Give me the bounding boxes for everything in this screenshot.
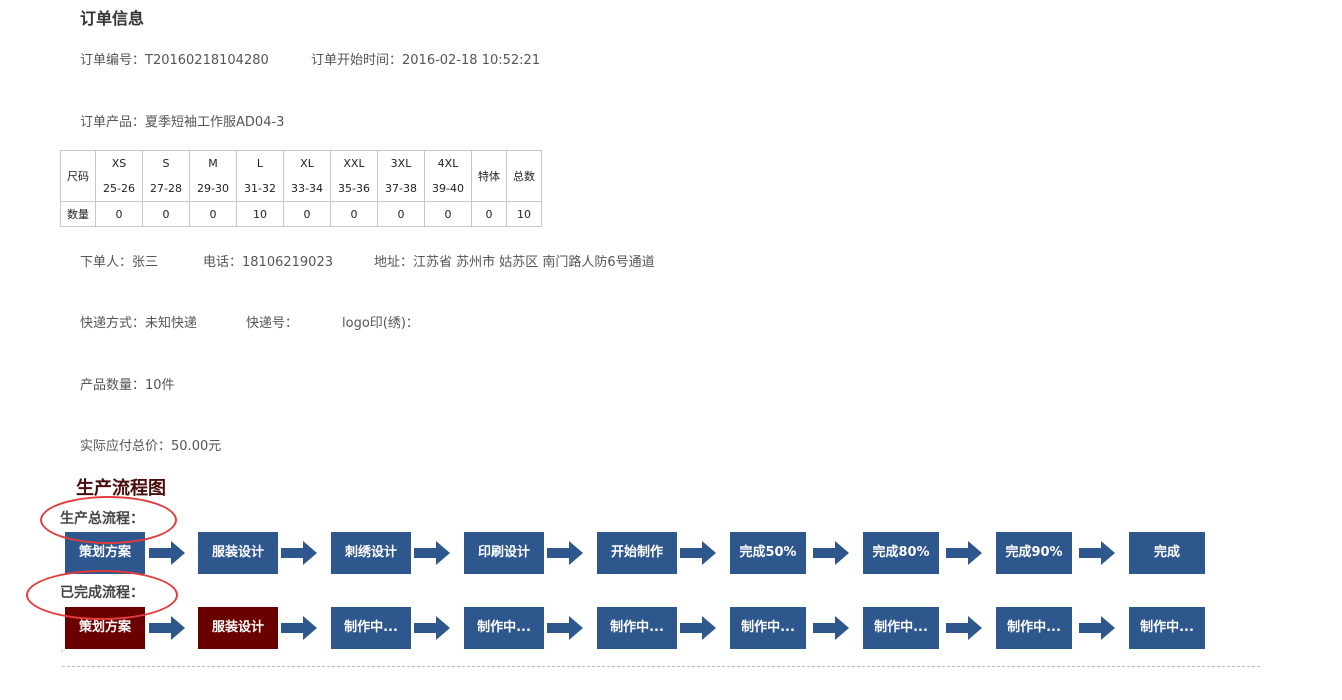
flow-step: 完成50% bbox=[730, 532, 806, 574]
arrow-right-icon bbox=[1079, 541, 1115, 565]
size-col-special: 特体 bbox=[471, 150, 507, 202]
express-label: 快递方式： bbox=[80, 316, 146, 331]
size-row-label: 尺码 bbox=[60, 150, 96, 202]
flow-step: 制作中... bbox=[1129, 607, 1205, 649]
order-start-time: 订单开始时间：2016-02-18 10:52:21 bbox=[311, 49, 540, 68]
arrow-right-icon bbox=[414, 616, 450, 640]
arrow-right-icon bbox=[547, 541, 583, 565]
customer-label: 下单人： bbox=[80, 255, 133, 270]
qty-row: 数量 0 0 0 10 0 0 0 0 0 10 bbox=[60, 201, 542, 227]
stray-mark: ` bbox=[60, 650, 65, 661]
flow-title: 生产流程图 bbox=[76, 478, 166, 499]
flow-step: 制作中... bbox=[464, 607, 544, 649]
total-label: 实际应付总价： bbox=[80, 439, 172, 454]
order-start-value: 2016-02-18 10:52:21 bbox=[402, 53, 541, 68]
arrow-right-icon bbox=[946, 616, 982, 640]
phone-value: 18106219023 bbox=[242, 255, 333, 270]
arrow-right-icon bbox=[1079, 616, 1115, 640]
flow-step: 制作中... bbox=[863, 607, 939, 649]
order-product-label: 订单产品： bbox=[80, 115, 146, 130]
arrow-right-icon bbox=[149, 616, 185, 640]
order-number: 订单编号：T20160218104280 bbox=[80, 49, 269, 68]
qty-cell: 0 bbox=[283, 201, 331, 227]
phone-label: 电话： bbox=[203, 255, 243, 270]
arrow-right-icon bbox=[547, 616, 583, 640]
qty-cell: 0 bbox=[377, 201, 425, 227]
tracking-label: 快递号： bbox=[246, 316, 299, 331]
total-value: 50.00元 bbox=[171, 439, 222, 454]
qty-cell: 0 bbox=[142, 201, 190, 227]
customer-value: 张三 bbox=[132, 255, 159, 270]
qty-cell: 0 bbox=[189, 201, 237, 227]
arrow-right-icon bbox=[813, 616, 849, 640]
order-address: 地址：江苏省 苏州市 姑苏区 南门路人防6号通道 bbox=[374, 251, 655, 270]
order-product-value: 夏季短袖工作服AD04-3 bbox=[145, 115, 285, 130]
qty-cell: 0 bbox=[95, 201, 143, 227]
order-number-label: 订单编号： bbox=[80, 53, 146, 68]
flow-step: 完成80% bbox=[863, 532, 939, 574]
arrow-right-icon bbox=[680, 541, 716, 565]
highlight-ellipse-done bbox=[26, 570, 178, 620]
arrow-right-icon bbox=[946, 541, 982, 565]
flow-step: 制作中... bbox=[730, 607, 806, 649]
arrow-right-icon bbox=[813, 541, 849, 565]
address-label: 地址： bbox=[374, 255, 414, 270]
qty-row-label: 数量 bbox=[60, 201, 96, 227]
arrow-right-icon bbox=[149, 541, 185, 565]
order-total: 实际应付总价：50.00元 bbox=[80, 435, 221, 454]
address-value: 江苏省 苏州市 姑苏区 南门路人防6号通道 bbox=[413, 255, 655, 270]
divider-dashed bbox=[62, 666, 1260, 667]
order-quantity: 产品数量：10件 bbox=[80, 374, 175, 393]
order-section-title: 订单信息 bbox=[80, 9, 145, 28]
order-express: 快递方式：未知快递 bbox=[80, 312, 197, 331]
flow-step: 制作中... bbox=[597, 607, 677, 649]
flow-step: 开始制作 bbox=[597, 532, 677, 574]
logo-label: logo印(绣)： bbox=[342, 316, 419, 331]
qty-total: 10 bbox=[506, 201, 542, 227]
highlight-ellipse-overall bbox=[40, 496, 177, 544]
flow-step: 服装设计 bbox=[198, 607, 278, 649]
express-value: 未知快递 bbox=[145, 316, 198, 331]
qty-cell: 10 bbox=[236, 201, 284, 227]
order-start-label: 订单开始时间： bbox=[311, 53, 403, 68]
flow-step: 制作中... bbox=[996, 607, 1072, 649]
flow-step: 印刷设计 bbox=[464, 532, 544, 574]
flow-step: 服装设计 bbox=[198, 532, 278, 574]
arrow-right-icon bbox=[281, 541, 317, 565]
arrow-right-icon bbox=[281, 616, 317, 640]
flow-step: 刺绣设计 bbox=[331, 532, 411, 574]
order-product: 订单产品：夏季短袖工作服AD04-3 bbox=[80, 111, 284, 130]
size-col-total: 总数 bbox=[506, 150, 542, 202]
order-phone: 电话：18106219023 bbox=[203, 251, 333, 270]
order-number-value: T20160218104280 bbox=[145, 53, 269, 68]
qty-cell: 0 bbox=[330, 201, 378, 227]
flow-step: 完成90% bbox=[996, 532, 1072, 574]
arrow-right-icon bbox=[414, 541, 450, 565]
qty-label: 产品数量： bbox=[80, 378, 146, 393]
arrow-right-icon bbox=[680, 616, 716, 640]
flow-step: 制作中... bbox=[331, 607, 411, 649]
qty-cell: 0 bbox=[424, 201, 472, 227]
qty-value: 10件 bbox=[145, 378, 175, 393]
order-customer: 下单人：张三 bbox=[80, 251, 158, 270]
qty-special: 0 bbox=[471, 201, 507, 227]
flow-step: 完成 bbox=[1129, 532, 1205, 574]
